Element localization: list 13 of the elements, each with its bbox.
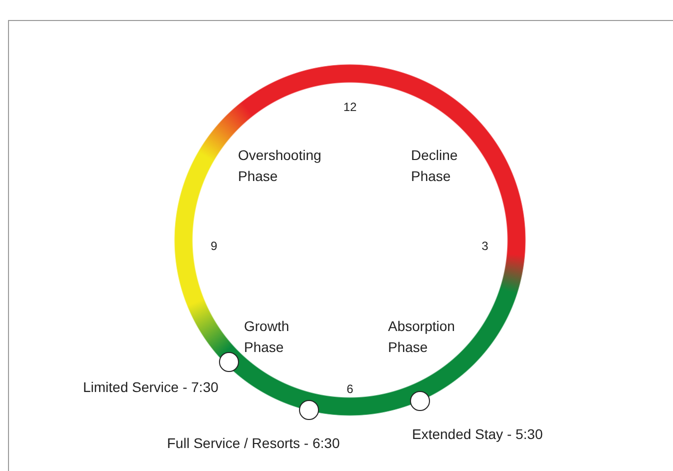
- phase-label: Overshooting Phase: [238, 146, 322, 186]
- phase-label: Absorption Phase: [388, 317, 456, 357]
- phase-label: Growth Phase: [244, 317, 290, 357]
- marker-label: Extended Stay - 5:30: [412, 426, 543, 442]
- clock-number: 12: [343, 100, 357, 114]
- clock-number: 6: [346, 382, 354, 396]
- clock-number: 3: [482, 239, 488, 253]
- marker-circle: [299, 400, 319, 420]
- phase-label: Decline Phase: [411, 146, 459, 186]
- marker-circle: [410, 391, 430, 411]
- marker-label: Full Service / Resorts - 6:30: [167, 435, 340, 451]
- clock-number: 9: [210, 239, 218, 253]
- marker-label: Limited Service - 7:30: [83, 379, 218, 395]
